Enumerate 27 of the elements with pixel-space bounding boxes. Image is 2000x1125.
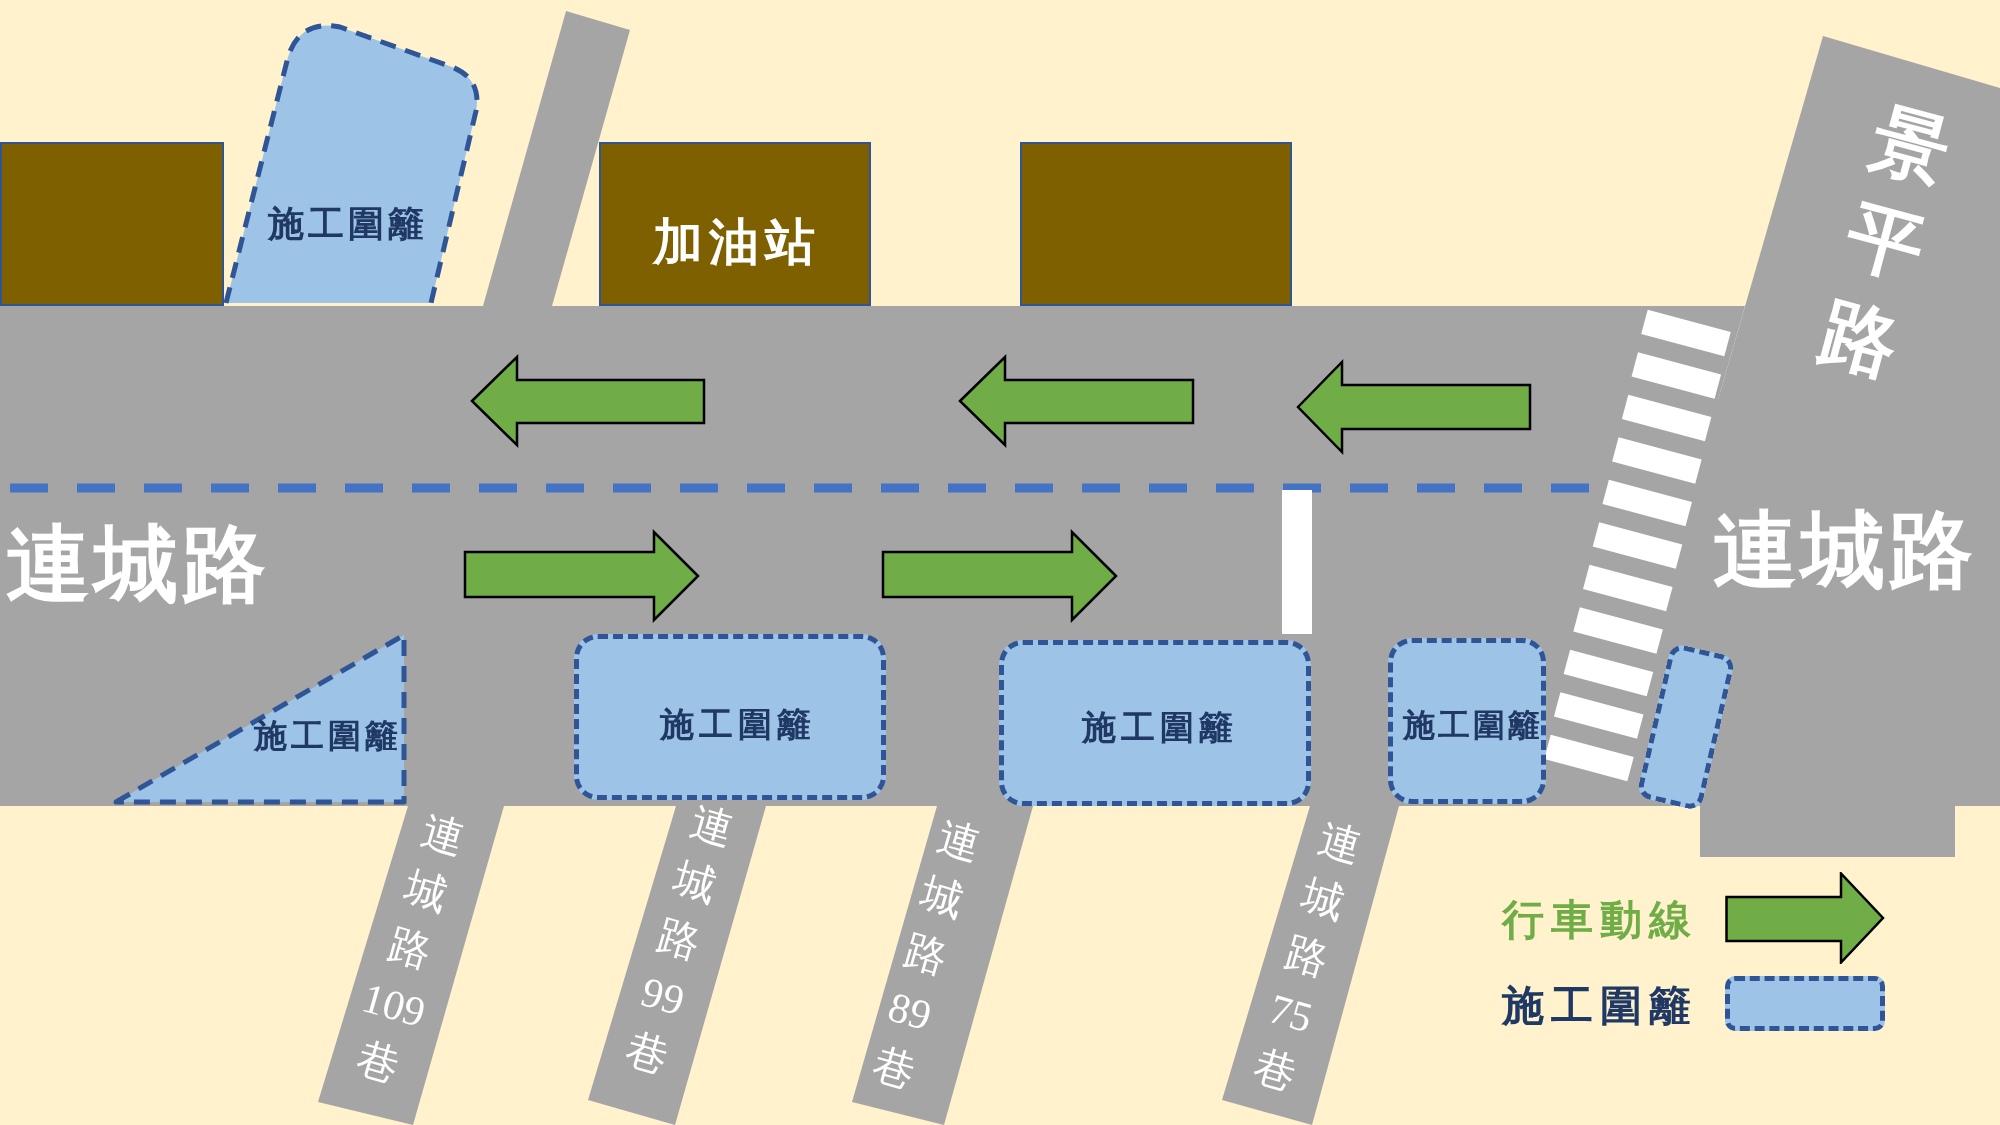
street-name: 連城路109巷 xyxy=(350,806,471,1092)
building-block xyxy=(599,142,871,306)
construction-fence xyxy=(999,640,1311,806)
street-name: 連城路99巷 xyxy=(619,797,740,1083)
side-street xyxy=(852,806,1033,1125)
side-street xyxy=(1222,806,1399,1125)
legend-label: 施工圍籬 xyxy=(1502,985,1698,1027)
side-street xyxy=(588,806,766,1125)
road xyxy=(1718,36,2000,400)
road-name: 連城路 xyxy=(1713,509,1977,593)
street-name: 連城路89巷 xyxy=(866,812,987,1098)
fence-label: 施工圍籬 xyxy=(660,708,816,742)
legend-label: 行車動線 xyxy=(1502,899,1698,941)
fence-label: 施工圍籬 xyxy=(1403,709,1543,741)
fence-label: 施工圍籬 xyxy=(254,719,402,753)
side-road xyxy=(483,11,630,306)
building-block xyxy=(0,142,224,306)
road-name: 景平路 xyxy=(1810,94,1960,391)
side-street xyxy=(318,806,504,1125)
building-block xyxy=(1020,142,1292,306)
fence-label: 施工圍籬 xyxy=(1082,711,1238,745)
street-name: 連城路75巷 xyxy=(1247,814,1368,1100)
building-label: 加油站 xyxy=(653,217,821,267)
construction-fence xyxy=(574,634,886,800)
fence-label: 施工圍籬 xyxy=(268,206,428,242)
road-name: 連城路 xyxy=(6,523,270,607)
construction-fence xyxy=(1388,638,1546,804)
